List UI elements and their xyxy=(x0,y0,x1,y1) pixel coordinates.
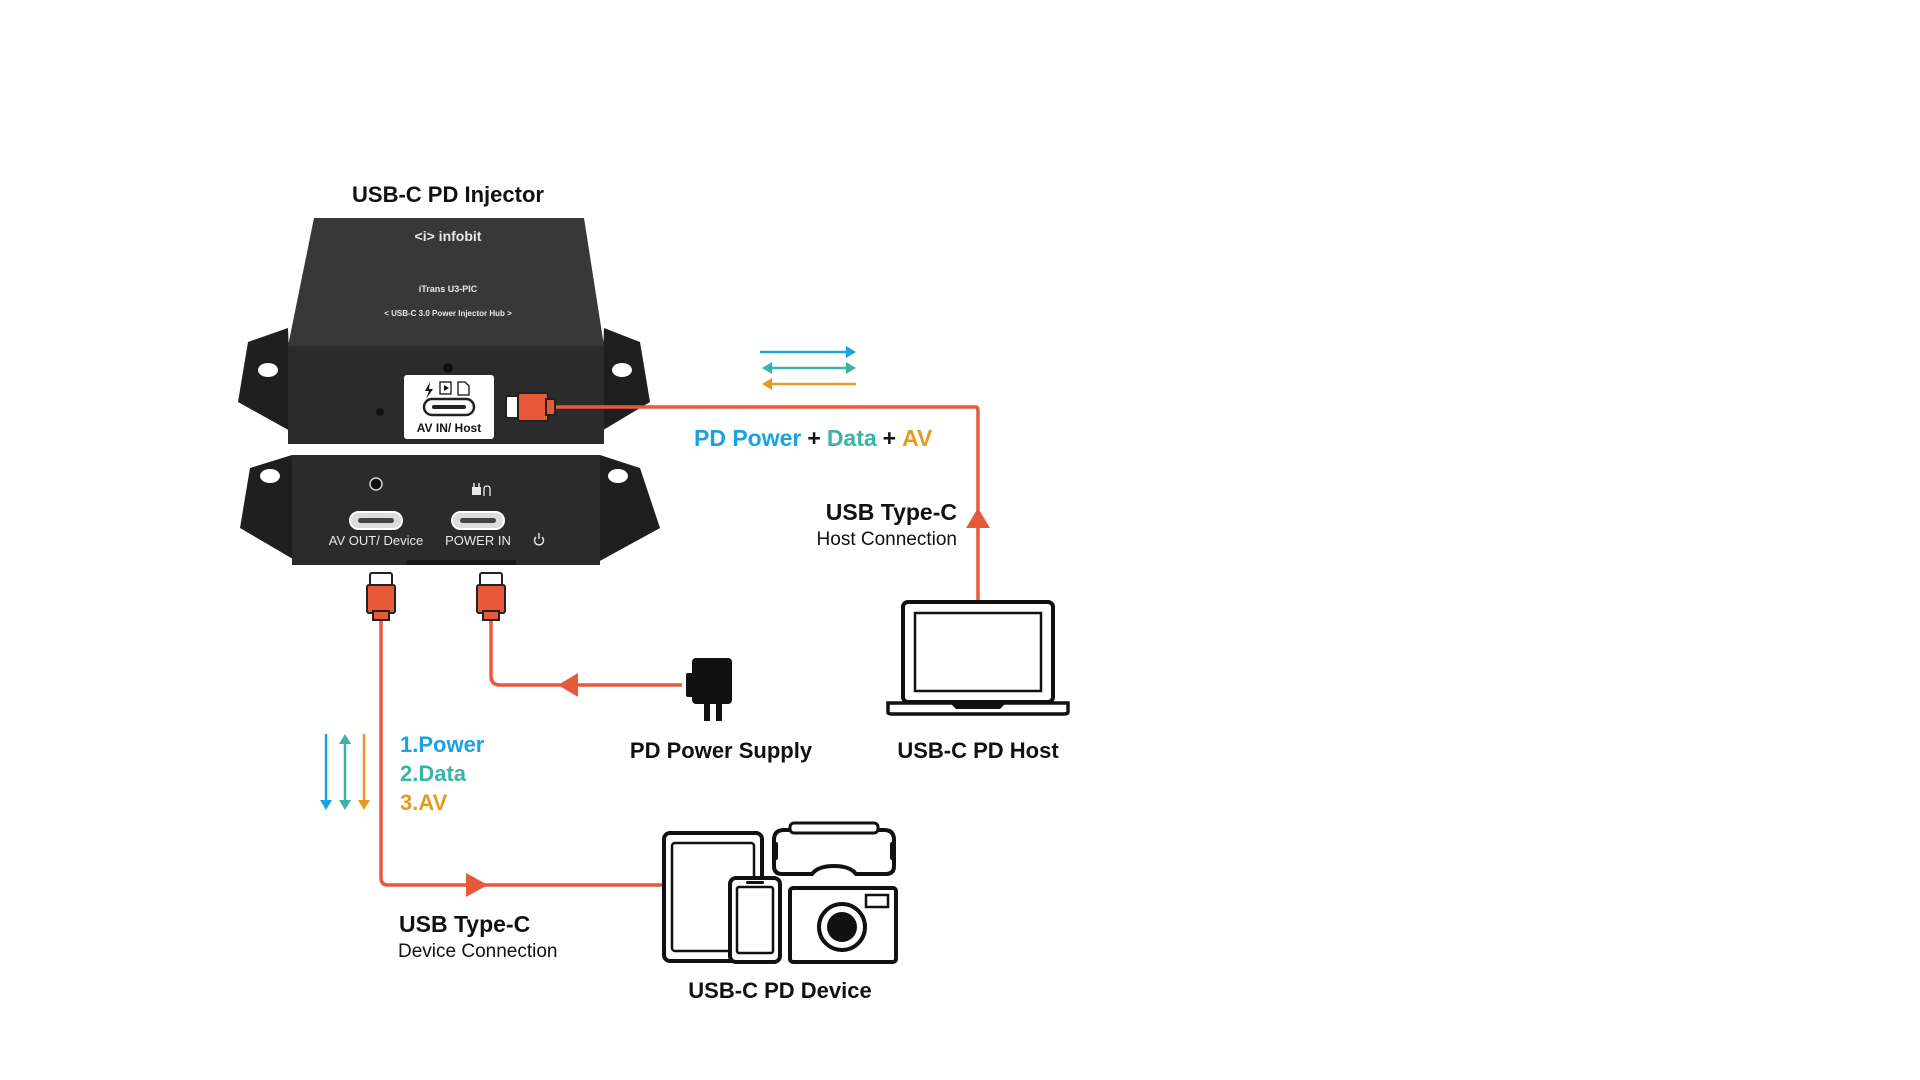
video-play-glyph xyxy=(444,385,449,391)
mounting-hole xyxy=(608,469,628,483)
injector-bottom-front xyxy=(292,455,600,565)
host-cable-arrow xyxy=(966,508,990,528)
power-icon xyxy=(533,533,545,546)
mounting-hole xyxy=(260,469,280,483)
legend-pd-power: PD Power xyxy=(694,425,801,451)
usb-c-port-power-in-tongue xyxy=(460,518,496,523)
connector-body xyxy=(517,392,549,422)
mounting-ear-bottom-left xyxy=(240,455,298,562)
model-name: iTrans U3-PIC xyxy=(419,284,478,294)
port-label-av-out: AV OUT/ Device xyxy=(329,533,423,548)
panel-screw xyxy=(443,363,453,373)
usb-c-port-av-out-tongue xyxy=(358,518,394,523)
host-signal-arrows xyxy=(760,346,856,390)
host-signal-legend: PD Power+Data+AV xyxy=(694,425,933,451)
brand-logo: <i> infobit xyxy=(415,228,482,244)
injector-top-face xyxy=(288,218,604,346)
product-subtitle: < USB-C 3.0 Power Injector Hub > xyxy=(384,309,512,318)
device-cable xyxy=(379,620,665,887)
document-icon xyxy=(457,381,470,396)
device-signal-arrows xyxy=(320,734,370,810)
host-connection-subtitle: Host Connection xyxy=(817,529,957,550)
power-bolt-icon xyxy=(425,382,433,399)
injector-title: USB-C PD Injector xyxy=(352,182,544,207)
camera-icon xyxy=(788,886,898,964)
plug-icon xyxy=(472,483,491,496)
connector-body xyxy=(476,584,506,614)
device-signal-data: 2.Data xyxy=(400,761,467,786)
vr-headset-icon xyxy=(772,821,896,876)
connector-body xyxy=(366,584,396,614)
usb-c-connector-power-in xyxy=(476,572,506,621)
port-label-av-in: AV IN/ Host xyxy=(417,421,481,435)
port-label-power-in: POWER IN xyxy=(445,533,511,548)
mounting-ear-top-left xyxy=(238,328,292,432)
device-signal-av: 3.AV xyxy=(400,790,448,815)
mounting-ear-bottom-right xyxy=(598,455,660,562)
device-cable-arrow xyxy=(466,873,488,897)
port-function-icons xyxy=(425,381,470,399)
legend-av: AV xyxy=(902,425,933,451)
power-adapter-icon xyxy=(686,658,732,721)
legend-data: Data xyxy=(827,425,877,451)
legend-plus: + xyxy=(807,425,820,451)
host-connection-title: USB Type-C xyxy=(826,499,957,525)
connector-strain-relief xyxy=(482,610,500,621)
device-signal-power: 1.Power xyxy=(400,732,485,757)
power-supply-label: PD Power Supply xyxy=(630,738,813,763)
device-label: USB-C PD Device xyxy=(688,978,871,1003)
devices-icon-group xyxy=(662,821,898,964)
mounting-hole xyxy=(258,363,278,377)
connector-strain-relief xyxy=(545,398,556,416)
injector-device: USB-C PD Injector <i> infobit iTrans U3-… xyxy=(238,182,660,565)
laptop-icon xyxy=(886,600,1070,716)
video-icon xyxy=(439,381,452,395)
legend-plus: + xyxy=(883,425,896,451)
device-connection-title: USB Type-C xyxy=(399,911,530,937)
mounting-hole xyxy=(612,363,632,377)
host-label: USB-C PD Host xyxy=(897,738,1059,763)
device-connection-subtitle: Device Connection xyxy=(398,941,557,962)
injector-bottom-lower-strip xyxy=(406,560,516,565)
smartphone-icon xyxy=(728,876,782,964)
power-supply-cable xyxy=(489,620,682,687)
power-supply-cable-arrow xyxy=(558,673,578,697)
mounting-ear-top-right xyxy=(600,328,650,432)
host-cable xyxy=(553,405,980,600)
connector-strain-relief xyxy=(372,610,390,621)
usb-c-connector-av-out xyxy=(366,572,396,621)
reset-button-icon xyxy=(369,477,383,491)
indicator-led xyxy=(376,408,384,416)
cables xyxy=(379,405,990,897)
usb-c-connector-host xyxy=(505,392,556,422)
usb-c-port-av-in-tongue xyxy=(432,405,466,409)
